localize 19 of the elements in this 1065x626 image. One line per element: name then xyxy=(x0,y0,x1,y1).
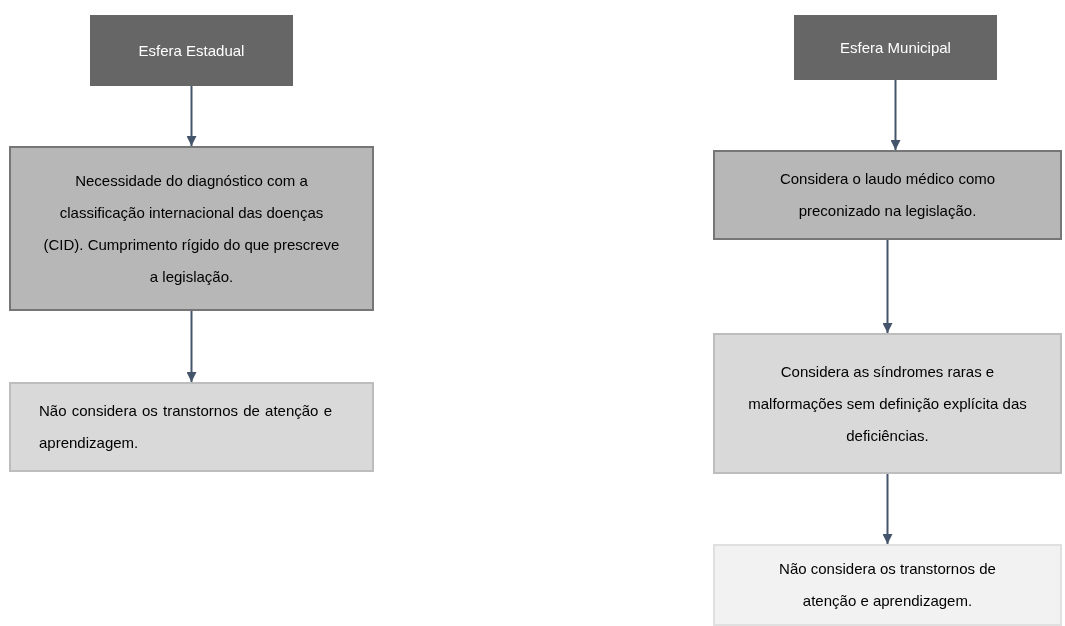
box-text: Considera as síndromes raras e malformações sem definição explícita das deficiências. xyxy=(747,361,1028,446)
box-text: Não considera os transtornos de atenção e aprendizagem. xyxy=(39,401,332,453)
box-text: Esfera Municipal xyxy=(840,37,951,58)
box-text: Considera o laudo médico como preconizado na legislação. xyxy=(778,169,997,221)
header-box xyxy=(794,15,997,80)
arrow xyxy=(882,473,893,545)
arrow xyxy=(186,85,197,147)
arrow xyxy=(186,310,197,383)
process-box xyxy=(713,544,1062,626)
box-text: Não considera os transtornos de atenção e aprendizagem. xyxy=(778,559,997,611)
process-box xyxy=(9,382,374,472)
header-box xyxy=(90,15,293,86)
box-text: Esfera Estadual xyxy=(138,40,245,61)
arrow xyxy=(890,79,901,151)
arrow xyxy=(882,239,893,334)
process-box xyxy=(9,146,374,311)
process-box xyxy=(713,150,1062,240)
box-text: Necessidade do diagnóstico com a classificação internacional das doenças (CID). Cumprimento rígido do que prescreve a legislação. xyxy=(43,170,340,287)
process-box xyxy=(713,333,1062,474)
